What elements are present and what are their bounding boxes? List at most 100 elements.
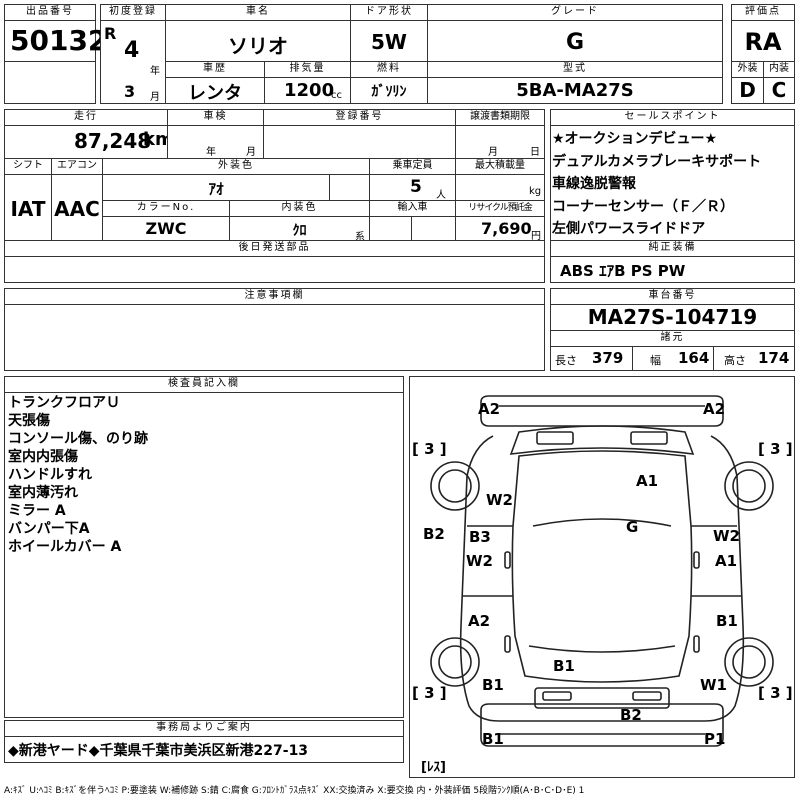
- shift: IAT: [10, 197, 46, 221]
- equipment: ABS ｴｱB PS PW: [560, 262, 686, 280]
- color-no: ZWC: [145, 219, 187, 238]
- first-reg-label: 初度登録: [100, 4, 166, 21]
- color-cell-extra: [329, 174, 370, 201]
- capacity-unit: 人: [436, 190, 446, 201]
- lot-number: 50132: [10, 24, 108, 57]
- max-load-label: 最大積載量: [455, 158, 545, 175]
- office-label: 事務局よりご案内: [4, 720, 404, 737]
- code-right-door-rear: B1: [716, 612, 738, 630]
- code-left-fender: W2: [486, 491, 513, 509]
- lot-number-cell: [4, 20, 96, 62]
- transfer-month-unit: 月: [488, 147, 498, 158]
- sales-point-item: 車線逸脱警報: [552, 176, 636, 192]
- wheel-rear-right-inner: [732, 645, 766, 679]
- right-handle-rear: [693, 635, 700, 653]
- grade-label: グレード: [427, 4, 723, 21]
- hood-shape: [509, 425, 695, 455]
- notes-cell: [4, 304, 545, 371]
- interior-color-cell: [229, 216, 370, 241]
- inspector-item: バンパー下A: [8, 521, 90, 537]
- mileage-label: 走行: [4, 109, 168, 126]
- wheel-front-left: [430, 461, 480, 511]
- wheel-rear-right: [724, 637, 774, 687]
- code-left-door-front: B3: [469, 528, 491, 546]
- history-label: 車歴: [165, 61, 265, 78]
- chassis-number: MA27S-104719: [587, 305, 758, 329]
- recycle-cell: [455, 216, 545, 241]
- lot-number-blank: [4, 61, 96, 104]
- model-cell: [427, 77, 723, 104]
- reg-year: 4: [124, 38, 140, 63]
- notes-label: 注意事項欄: [4, 288, 545, 305]
- displacement-cell: [264, 77, 351, 104]
- capacity: 5: [410, 177, 422, 197]
- mileage-unit: km: [143, 129, 174, 150]
- wheel-rear-left: [430, 637, 480, 687]
- code-left-door-front2: W2: [466, 552, 493, 570]
- wheel-front-right: [724, 461, 774, 511]
- chassis-label: 車台番号: [550, 288, 795, 305]
- code-top-right: A2: [703, 400, 726, 418]
- displacement-unit: cc: [331, 90, 342, 101]
- score-cell: [731, 20, 795, 62]
- transfer-label: 譲渡書類期限: [455, 109, 545, 126]
- displacement-label: 排気量: [264, 61, 351, 78]
- grade: G: [565, 30, 585, 55]
- reg-no-cell: [263, 125, 456, 159]
- bracket-top-right: [ 3 ]: [758, 440, 793, 458]
- bracket-top-left: [ 3 ]: [412, 440, 447, 458]
- exterior-grade-label: 外装: [731, 61, 764, 78]
- equipment-label: 純正装備: [550, 240, 795, 257]
- inspection-label: 車検: [167, 109, 264, 126]
- fuel: ｶﾞｿﾘﾝ: [371, 84, 407, 100]
- code-rear-bumper: B2: [620, 706, 642, 724]
- import-label: 輸入車: [369, 200, 456, 217]
- sales-point-item: 左側パワースライドドア: [552, 221, 706, 237]
- sales-points-label: セールスポイント: [550, 109, 795, 126]
- rear-bumper-shape: [480, 703, 724, 747]
- office-notice: ◆新港ヤード◆千葉県千葉市美浜区新港227-13: [8, 743, 309, 759]
- reg-year-unit: 年: [150, 66, 160, 77]
- width: 164: [678, 349, 710, 367]
- inspector-item: 天張傷: [8, 413, 50, 429]
- score-label: 評価点: [731, 4, 795, 21]
- sales-point-item: デュアルカメラブレーキサポート: [552, 153, 762, 170]
- later-parts-cell: [4, 256, 545, 283]
- code-right-door-front: A1: [715, 552, 738, 570]
- inspector-item: 室内薄汚れ: [8, 485, 78, 501]
- code-bottom-left: B1: [482, 730, 504, 748]
- tail-lamp-right: [632, 691, 662, 701]
- car-diagram: [430, 395, 774, 747]
- height: 174: [758, 349, 790, 367]
- inspector-item: トランクフロアＵ: [8, 395, 120, 411]
- office-cell: [4, 736, 404, 763]
- front-bumper-shape: [480, 395, 724, 427]
- fuel-label: 燃料: [350, 61, 428, 78]
- length: 379: [592, 349, 624, 367]
- fuel-cell: [350, 77, 428, 104]
- width-label: 幅: [650, 354, 661, 367]
- sales-point-item: コーナーセンサー（Ｆ／Ｒ）: [552, 198, 734, 215]
- wheel-front-left-inner: [438, 469, 472, 503]
- code-left-side: B2: [423, 525, 445, 543]
- code-center: G: [626, 518, 639, 536]
- inspector-label: 検査員記入欄: [4, 376, 404, 393]
- rear-window: [528, 645, 676, 653]
- car-name-label: 車名: [165, 4, 351, 21]
- model-label: 型式: [427, 61, 723, 78]
- code-roof: A1: [636, 472, 659, 490]
- code-rear-center: B1: [553, 657, 575, 675]
- inspection-month-unit: 月: [246, 147, 256, 158]
- roof-outline: [511, 450, 693, 683]
- code-right-fender: W2: [713, 527, 740, 545]
- color: ｱｵ: [208, 180, 224, 198]
- recycle-unit: 円: [531, 231, 541, 242]
- sales-points-list: ★オークションデビュー★ デュアルカメラブレーキサポート 車線逸脱警報 コーナー…: [552, 128, 761, 241]
- interior-grade-label: 内装: [763, 61, 795, 78]
- max-load-cell: [455, 174, 545, 201]
- inspector-item: コンソール傷、のり跡: [8, 431, 148, 447]
- code-less: [ﾚｽ]: [421, 760, 446, 775]
- inspector-cell: [4, 392, 404, 718]
- recycle: 7,690: [481, 219, 532, 238]
- wiper-slot-left: [536, 431, 574, 445]
